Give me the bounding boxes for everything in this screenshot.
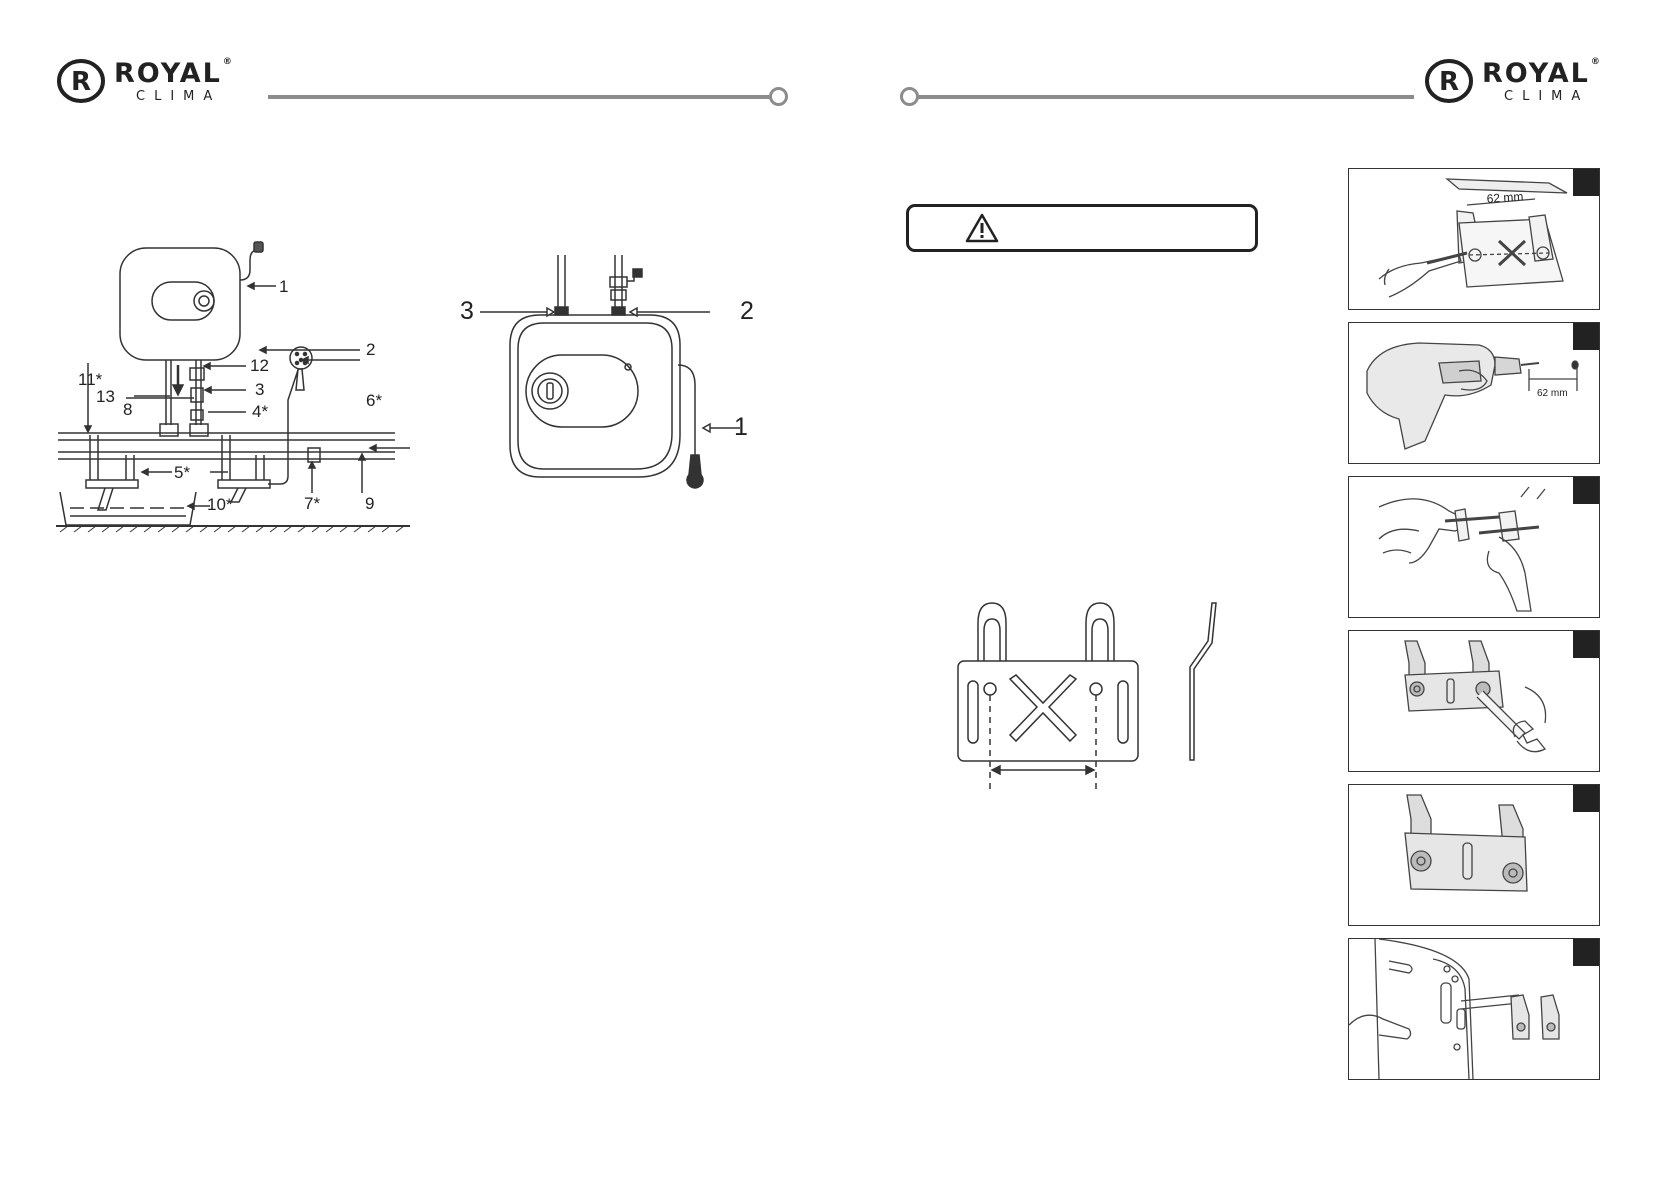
step-4-illustration [1404, 640, 1547, 753]
step-tab [1573, 169, 1599, 196]
heater-front-diagram [480, 255, 740, 489]
heater-body [509, 314, 681, 478]
schematic-callout-10: 10* [207, 495, 233, 514]
header-rule-start-dot [900, 87, 919, 106]
brand-logo-right: R ROYAL® CLIMA [1424, 56, 1602, 104]
step-5-illustration [1404, 794, 1528, 892]
mounting-bracket-diagram [957, 602, 1217, 790]
power-plug-icon [253, 241, 264, 253]
step-2-dimension-label: 62 mm [1537, 388, 1568, 399]
schematic-heater-body [119, 247, 241, 361]
mounting-step-6-panel [1348, 938, 1600, 1080]
schematic-callout-9: 9 [365, 494, 375, 513]
step-tab [1573, 785, 1599, 812]
royal-clima-monogram-icon: R [57, 59, 105, 103]
step-3-illustration [1378, 486, 1546, 612]
brand-name: ROYAL® [114, 56, 234, 89]
step-tab [1573, 323, 1599, 350]
schematic-callout-8: 8 [123, 400, 133, 419]
step-tab [1573, 939, 1599, 966]
schematic-callout-5: 5* [174, 463, 191, 482]
schematic-callout-6: 6* [366, 391, 383, 410]
brand-sub: CLIMA [136, 88, 222, 104]
bracket-plate [957, 660, 1139, 762]
heater-callout-1: 1 [734, 413, 748, 441]
schematic-callout-1: 1 [279, 277, 289, 296]
heater-callout-3: 3 [460, 297, 474, 325]
mounting-step-2-panel: 62 mm [1348, 322, 1600, 464]
brand-sub: CLIMA [1504, 88, 1590, 104]
header-rule-end-dot [769, 87, 788, 106]
mounting-step-4-panel [1348, 630, 1600, 772]
installation-schematic [56, 241, 410, 533]
schematic-callout-13: 13 [96, 387, 115, 406]
svg-text:R: R [1439, 67, 1459, 97]
brand-name: ROYAL® [1482, 56, 1602, 89]
schematic-callout-2: 2 [366, 340, 376, 359]
step-tab [1573, 631, 1599, 658]
step-6-illustration [1349, 939, 1560, 1079]
schematic-callout-3: 3 [255, 380, 265, 399]
brand-logo-left: R ROYAL® CLIMA [56, 56, 234, 104]
schematic-callout-11: 11* [78, 370, 103, 389]
header-rule-right [918, 95, 1414, 99]
schematic-callout-7: 7* [304, 494, 321, 513]
warning-triangle-icon [965, 213, 999, 243]
step-tab [1573, 477, 1599, 504]
schematic-callout-12: 12 [250, 356, 269, 375]
mounting-step-5-panel [1348, 784, 1600, 926]
mounting-step-3-panel [1348, 476, 1600, 618]
schematic-callout-4: 4* [252, 402, 269, 421]
heater-callout-2: 2 [740, 297, 754, 325]
wrench-icon [1476, 690, 1526, 740]
drill-icon [1366, 342, 1496, 450]
header-rule-left [268, 95, 778, 99]
step-1-dimension-label: 62 mm [1486, 189, 1524, 206]
power-plug-icon [686, 471, 704, 489]
svg-text:R: R [71, 67, 91, 97]
mounting-step-1-panel: 62 mm [1348, 168, 1600, 310]
royal-clima-monogram-icon: R [1425, 59, 1473, 103]
step-1-illustration: 62 mm [1378, 178, 1568, 298]
warning-box [906, 204, 1258, 252]
step-2-illustration: 62 mm [1366, 342, 1579, 450]
